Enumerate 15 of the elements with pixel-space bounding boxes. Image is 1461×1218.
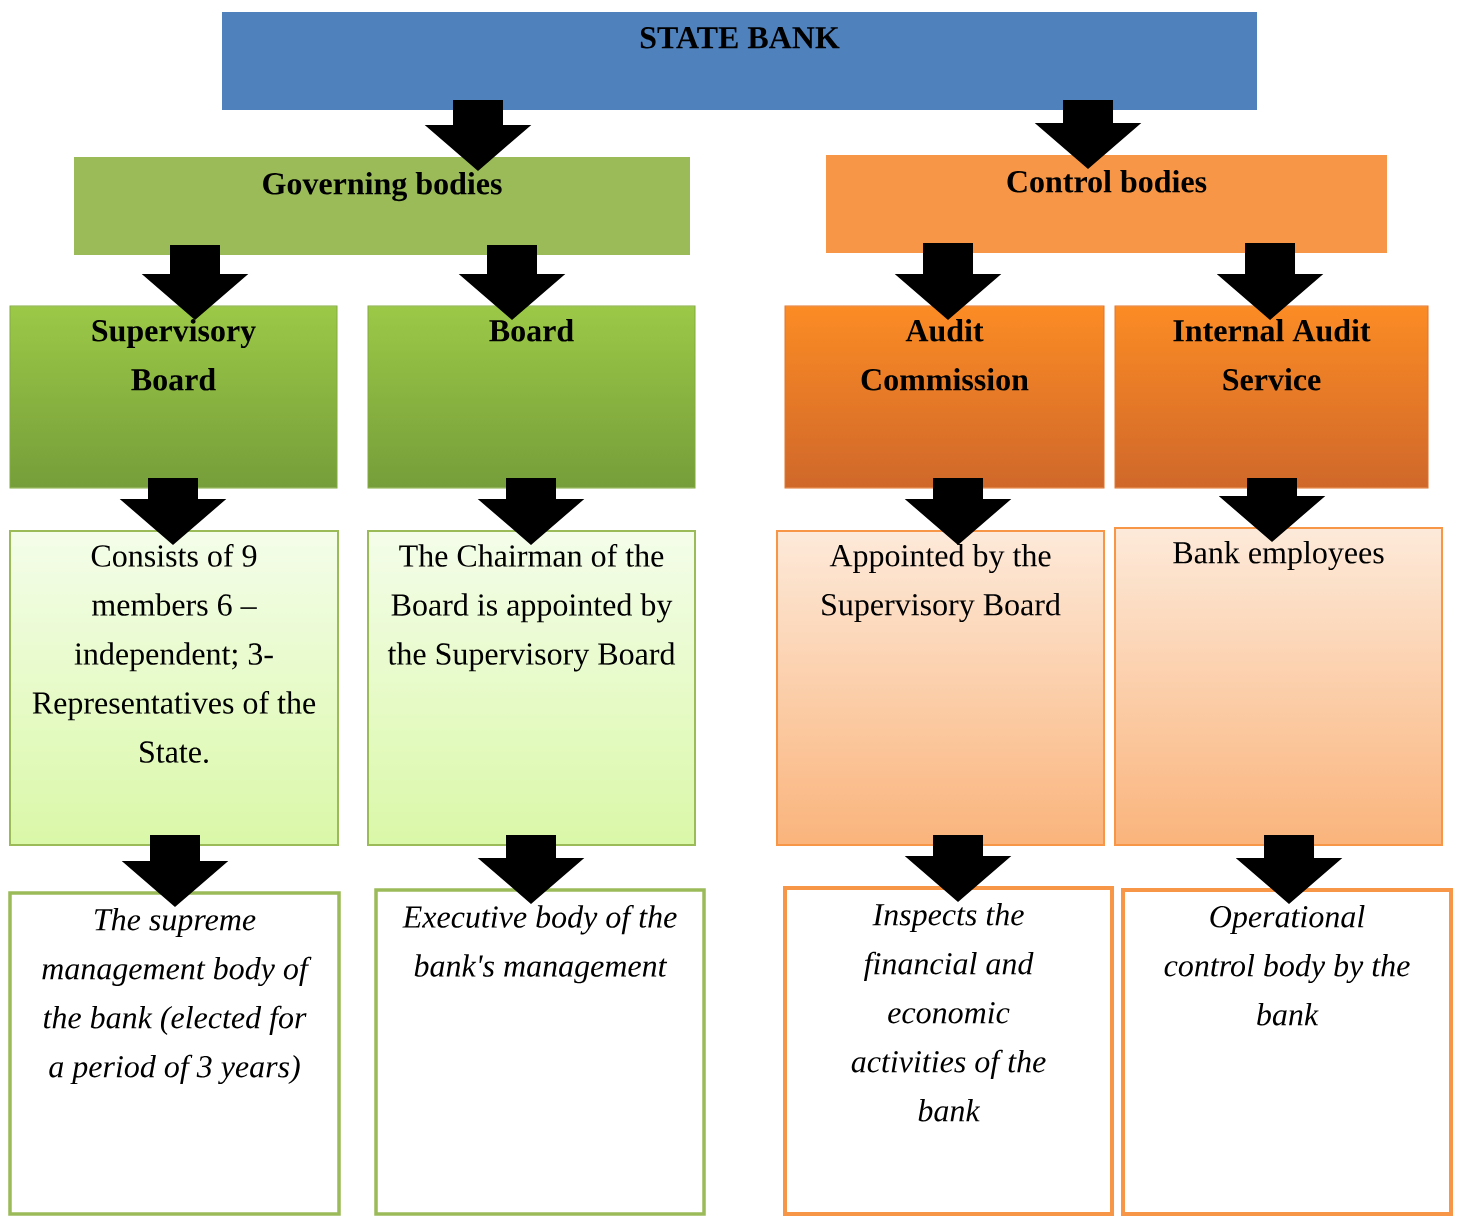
category-box: Control bodies xyxy=(826,155,1387,253)
description-box: Operational control body by the bank xyxy=(1121,888,1453,1216)
category-box: Governing bodies xyxy=(74,157,690,255)
body-box: Audit Commission xyxy=(784,305,1105,489)
info-box: The Chairman of the Board is appointed by the Supervisory Board xyxy=(367,530,696,846)
description-box: The supreme management body of the bank (elected for a period of 3 years) xyxy=(8,891,341,1216)
body-box: Supervisory Board xyxy=(9,305,338,489)
info-box: Appointed by the Supervisory Board xyxy=(776,530,1105,846)
body-box: Internal Audit Service xyxy=(1114,305,1429,489)
info-box: Consists of 9 members 6 – independent; 3- Representatives of the State. xyxy=(9,530,339,846)
description-box: Inspects the financial and economic activities of the bank xyxy=(783,886,1114,1216)
description-box: Executive body of the bank's management xyxy=(374,888,706,1216)
info-box: Bank employees xyxy=(1114,527,1443,846)
body-box: Board xyxy=(367,305,696,489)
header-box: STATE BANK xyxy=(222,12,1257,110)
